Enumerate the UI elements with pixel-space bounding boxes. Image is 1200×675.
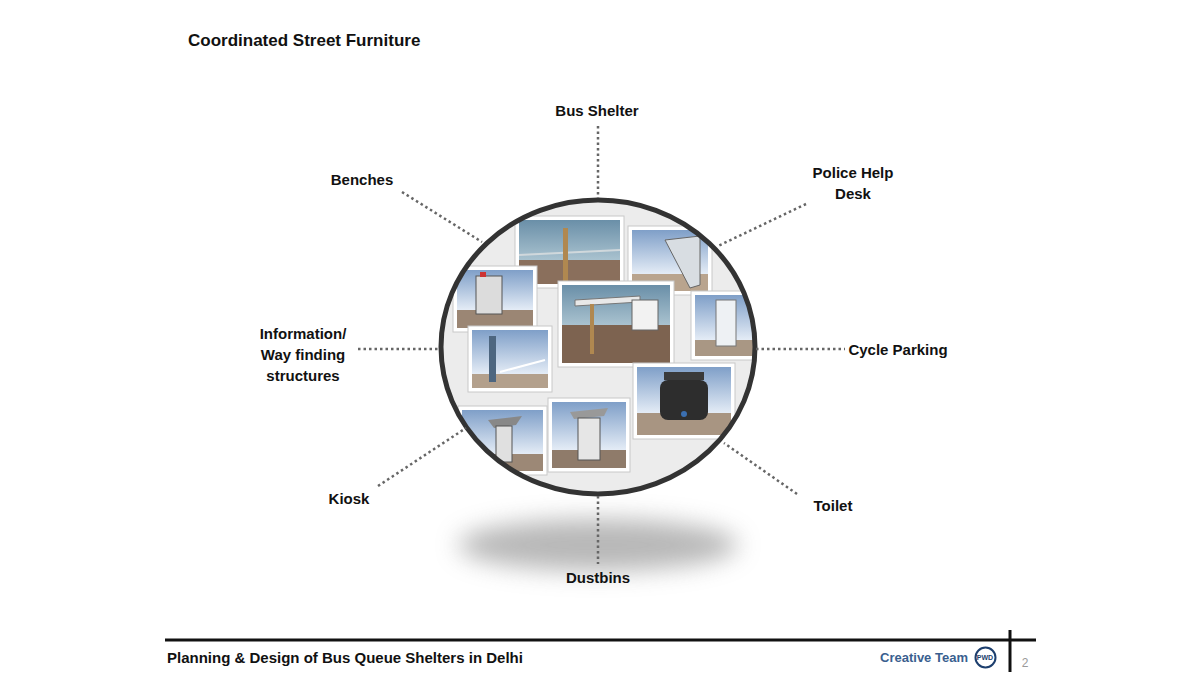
logo-text: PWD <box>977 654 993 661</box>
collage-ring <box>441 200 755 494</box>
callout-label: Kiosk <box>329 488 370 509</box>
callout-label: Dustbins <box>566 567 630 588</box>
footer-team: Creative Team <box>880 649 968 667</box>
callout-label: Bus Shelter <box>555 100 638 121</box>
photo-collage <box>430 190 770 510</box>
leader-lines <box>358 126 845 564</box>
footer-text: Planning & Design of Bus Queue Shelters … <box>167 647 523 668</box>
callout-label: Cycle Parking <box>848 339 947 360</box>
callout-label: Toilet <box>814 495 853 516</box>
callout-label: Information/ Way finding structures <box>246 323 361 386</box>
logo-circle: PWD <box>974 646 997 669</box>
callout-label: Benches <box>331 169 394 190</box>
footer-divider <box>1009 630 1012 672</box>
slide-title: Coordinated Street Furniture <box>188 29 420 53</box>
callout-label: Police Help Desk <box>797 162 909 204</box>
page-number: 2 <box>1022 655 1029 672</box>
footer-rule <box>165 639 1036 642</box>
